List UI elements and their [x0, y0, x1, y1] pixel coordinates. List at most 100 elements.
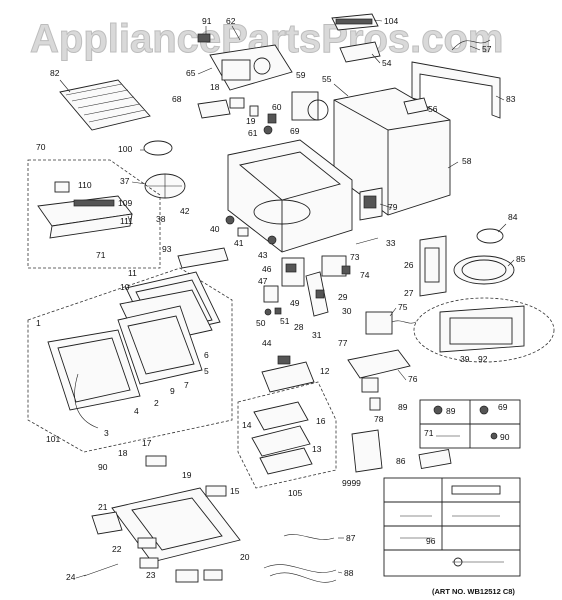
label-19: 19 — [246, 116, 256, 126]
part-59-motor — [291, 91, 329, 121]
part-105-group — [237, 381, 337, 489]
label-90-bottom: 90 — [98, 462, 108, 472]
parts-box-hardware — [419, 399, 521, 449]
label-7: 7 — [184, 380, 189, 390]
label-79: 79 — [388, 202, 398, 212]
label-78: 78 — [374, 414, 384, 424]
label-17: 17 — [142, 438, 152, 448]
part-18 — [229, 97, 245, 109]
label-88: 88 — [344, 568, 354, 578]
part-9999-manual — [351, 429, 383, 473]
label-70: 70 — [36, 142, 46, 152]
part-12-control-panel — [261, 355, 315, 393]
label-20: 20 — [240, 552, 250, 562]
part-51 — [274, 307, 282, 315]
label-15: 15 — [230, 486, 240, 496]
label-109: 109 — [118, 198, 132, 208]
part-84-ring — [476, 228, 504, 244]
label-71-left: 71 — [96, 250, 106, 260]
label-18: 18 — [210, 82, 220, 92]
part-23 — [139, 557, 159, 569]
part-20-bottom-plate — [111, 487, 241, 563]
label-13: 13 — [312, 444, 322, 454]
label-73: 73 — [350, 252, 360, 262]
label-82: 82 — [50, 68, 60, 78]
part-33 — [355, 237, 379, 245]
label-85: 85 — [516, 254, 526, 264]
label-58: 58 — [462, 156, 472, 166]
label-75: 75 — [398, 302, 408, 312]
label-4: 4 — [134, 406, 139, 416]
label-54: 54 — [382, 58, 392, 68]
label-47: 47 — [258, 276, 268, 286]
label-14: 14 — [242, 420, 252, 430]
label-92: 92 — [478, 354, 488, 364]
part-19 — [249, 105, 259, 117]
label-57: 57 — [482, 44, 492, 54]
part-41 — [237, 227, 249, 237]
label-90-box: 90 — [500, 432, 510, 442]
label-1: 1 — [36, 318, 41, 328]
part-40 — [225, 215, 235, 225]
part-door-panel-right — [419, 235, 447, 297]
part-22 — [137, 537, 157, 549]
art-number: (ART NO. WB12512 C8) — [432, 587, 515, 596]
part-61 — [263, 125, 273, 135]
part-39-92-group — [413, 297, 555, 363]
label-33: 33 — [386, 238, 396, 248]
part-15 — [205, 485, 227, 497]
part-100 — [143, 140, 173, 156]
label-19-bottom: 19 — [182, 470, 192, 480]
label-71-box: 71 — [424, 428, 434, 438]
label-22: 22 — [112, 544, 122, 554]
part-28-bracket — [305, 271, 329, 317]
label-96: 96 — [426, 536, 436, 546]
part-60 — [267, 113, 277, 124]
label-10: 10 — [120, 282, 130, 292]
label-6: 6 — [204, 350, 209, 360]
label-55: 55 — [322, 74, 332, 84]
part-17 — [145, 455, 167, 467]
label-9999: 9999 — [342, 478, 361, 488]
label-69-box: 69 — [498, 402, 508, 412]
label-16: 16 — [316, 416, 326, 426]
label-111: 111 — [120, 216, 133, 226]
label-3: 3 — [104, 428, 109, 438]
label-100: 100 — [118, 144, 132, 154]
label-2: 2 — [154, 398, 159, 408]
label-104: 104 — [384, 16, 398, 26]
part-37-stirrer — [144, 173, 186, 199]
part-65-fan-housing — [209, 44, 293, 91]
label-9: 9 — [170, 386, 175, 396]
part-75-transformer — [365, 311, 417, 335]
label-61: 61 — [248, 128, 258, 138]
label-38: 38 — [156, 214, 166, 224]
leader-lines — [59, 19, 515, 579]
label-12: 12 — [320, 366, 330, 376]
label-43: 43 — [258, 250, 268, 260]
label-65: 65 — [186, 68, 196, 78]
label-23: 23 — [146, 570, 156, 580]
label-110: 110 — [78, 180, 92, 190]
part-78 — [369, 397, 381, 411]
part-88 — [263, 564, 337, 583]
part-49 — [263, 285, 279, 303]
label-86: 86 — [396, 456, 406, 466]
label-89-box: 89 — [446, 406, 456, 416]
label-105: 105 — [288, 488, 302, 498]
label-83: 83 — [506, 94, 516, 104]
part-54 — [339, 41, 381, 63]
label-46: 46 — [262, 264, 272, 274]
part-46-board — [281, 257, 305, 287]
part-74 — [341, 265, 351, 275]
label-50: 50 — [256, 318, 266, 328]
part-20b — [175, 569, 199, 583]
part-101-door-group — [27, 267, 233, 453]
label-11: 11 — [128, 268, 137, 278]
callout-labels: 91 62 104 57 82 65 54 55 59 83 18 68 60 … — [36, 16, 526, 582]
label-30: 30 — [342, 306, 352, 316]
part-79-control — [359, 187, 383, 221]
label-87: 87 — [346, 533, 356, 543]
label-41: 41 — [234, 238, 244, 248]
part-20c — [203, 569, 223, 581]
